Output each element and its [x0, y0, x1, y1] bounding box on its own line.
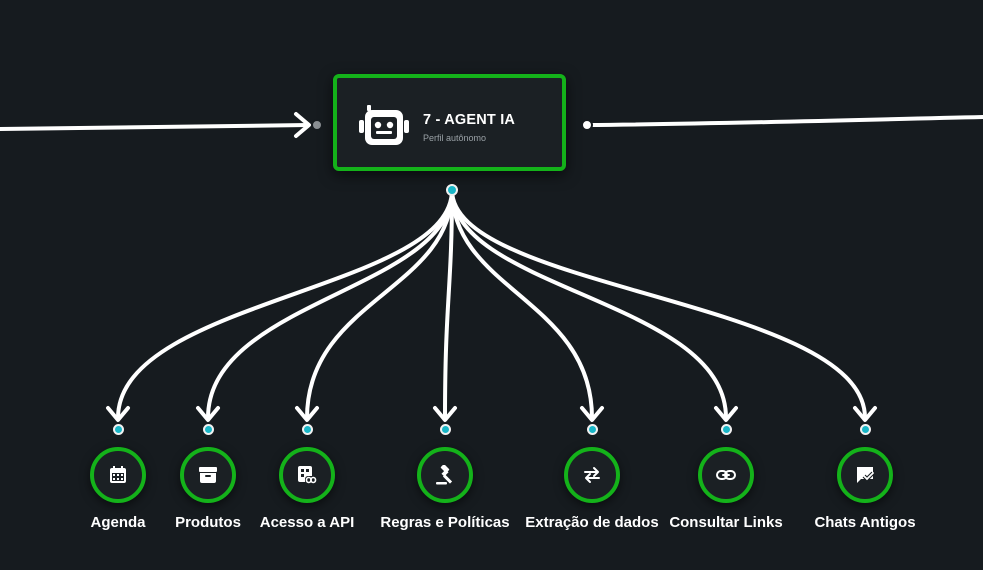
tool-node-regras-e-politicas[interactable]: Regras e Políticas: [375, 447, 515, 547]
tool-label: Acesso a API: [259, 514, 355, 531]
input-port[interactable]: [311, 119, 323, 131]
tool-edge-acesso-a-api[interactable]: [305, 188, 454, 420]
outgoing-edge[interactable]: [585, 115, 983, 127]
tool-circle[interactable]: [180, 447, 236, 503]
tool-edge-agenda[interactable]: [116, 188, 454, 420]
tool-label: Extração de dados: [525, 514, 659, 531]
tool-circle[interactable]: [279, 447, 335, 503]
tool-label: Chats Antigos: [814, 514, 916, 531]
tools-port[interactable]: [446, 184, 458, 196]
tool-edge-arrowhead: [853, 406, 877, 422]
tool-label: Agenda: [90, 514, 146, 531]
link-icon: [716, 470, 736, 480]
tool-node-consultar-links[interactable]: Consultar Links: [656, 447, 796, 547]
tool-circle[interactable]: [837, 447, 893, 503]
chat-check-icon: [857, 467, 875, 483]
tool-port-produtos[interactable]: [202, 424, 214, 435]
tool-edge-arrowhead: [433, 406, 457, 422]
tool-port-acesso-a-api[interactable]: [301, 424, 313, 435]
tool-edge-arrowhead: [106, 406, 130, 422]
tool-edge-extracao-de-dados[interactable]: [450, 188, 594, 420]
gavel-icon: [436, 465, 453, 485]
tool-node-produtos[interactable]: Produtos: [138, 447, 278, 547]
tool-circle[interactable]: [417, 447, 473, 503]
tool-node-chats-antigos[interactable]: Chats Antigos: [795, 447, 935, 547]
tool-port-regras-e-politicas[interactable]: [439, 424, 451, 435]
archive-box-icon: [199, 467, 217, 483]
tool-edge-arrowhead: [196, 406, 220, 422]
tool-port-chats-antigos[interactable]: [859, 424, 871, 435]
tool-edge-consultar-links[interactable]: [450, 188, 728, 420]
tool-edge-arrowhead: [295, 406, 319, 422]
tool-edge-chats-antigos[interactable]: [450, 188, 867, 420]
tool-port-agenda[interactable]: [112, 424, 124, 435]
tool-label: Produtos: [175, 514, 241, 531]
tool-circle[interactable]: [698, 447, 754, 503]
swap-arrows-icon: [584, 467, 600, 483]
tool-edge-regras-e-politicas[interactable]: [443, 188, 454, 420]
tool-node-agenda[interactable]: Agenda: [48, 447, 188, 547]
tool-port-consultar-links[interactable]: [720, 424, 732, 435]
tool-label: Regras e Políticas: [380, 514, 510, 531]
tool-circle[interactable]: [564, 447, 620, 503]
tool-label: Consultar Links: [669, 514, 783, 531]
agent-title: 7 - AGENT IA: [423, 112, 516, 128]
output-port[interactable]: [581, 119, 593, 131]
tool-edges: [106, 188, 877, 422]
tool-edge-produtos[interactable]: [206, 188, 454, 420]
tool-circle[interactable]: [90, 447, 146, 503]
agent-node[interactable]: 7 - AGENT IA Perfil autônomo: [333, 74, 566, 171]
incoming-edge[interactable]: [0, 123, 310, 131]
tool-edge-arrowhead: [580, 406, 604, 422]
tool-port-extracao-de-dados[interactable]: [586, 424, 598, 435]
tool-node-extracao-de-dados[interactable]: Extração de dados: [522, 447, 662, 547]
agent-subtitle: Perfil autônomo: [423, 133, 487, 143]
incoming-edge-arrowhead: [294, 112, 311, 138]
calendar-icon: [110, 466, 126, 483]
robot-icon: [359, 105, 409, 145]
tool-edge-arrowhead: [714, 406, 738, 422]
tool-node-acesso-a-api[interactable]: Acesso a API: [237, 447, 377, 547]
api-link-icon: [298, 466, 317, 484]
